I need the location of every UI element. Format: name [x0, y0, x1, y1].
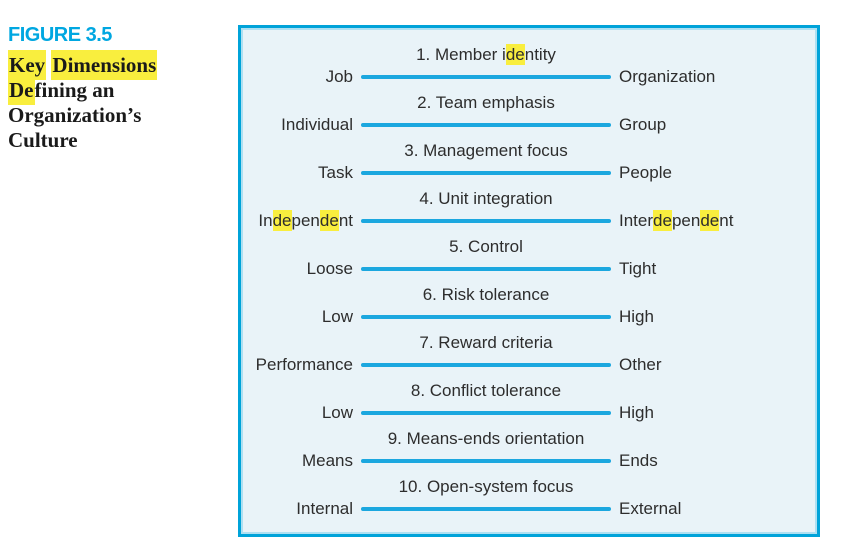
dimension-right-label: Ends	[619, 451, 658, 470]
dimension-title: 1. Member identity	[416, 44, 556, 65]
dimension-left-label: Internal	[296, 499, 353, 518]
dimension-left-label: Task	[318, 163, 353, 182]
highlighted-text: de	[653, 210, 672, 231]
continuum-line	[361, 507, 611, 511]
dimension-title: 3. Management focus	[404, 141, 568, 160]
dimension-title: 5. Control	[449, 237, 523, 256]
dimension-left-label: Means	[301, 451, 353, 470]
caption-text: Organization’s	[8, 103, 142, 127]
continuum-line	[361, 171, 611, 175]
dimension-right-label: External	[619, 499, 682, 518]
caption-text: Culture	[8, 128, 78, 152]
dimension-title: 4. Unit integration	[419, 189, 553, 208]
caption-text: fining an	[34, 78, 115, 102]
highlighted-text: de	[700, 210, 720, 231]
dimension-left-label: Low	[321, 403, 353, 422]
continuum-line	[361, 459, 611, 463]
continuum-line	[361, 75, 611, 79]
dimension-left-label: Individual	[281, 115, 353, 134]
figure-title-line: Key Dimensions	[8, 50, 218, 80]
highlighted-text: Dimensions	[51, 50, 158, 80]
dimension-right-label: People	[619, 163, 672, 182]
continuum-line	[361, 315, 611, 319]
figure-number: FIGURE 3.5	[8, 24, 112, 46]
highlighted-text: de	[272, 210, 292, 231]
figure-title-line: Defining an	[8, 75, 218, 105]
continuum-line	[361, 219, 611, 223]
dimension-left-label: Job	[325, 67, 353, 86]
dimension-right-label: Tight	[619, 259, 657, 278]
dimension-title: 10. Open-system focus	[398, 477, 574, 496]
dimension-right-label: Organization	[619, 67, 716, 86]
continuum-line	[361, 411, 611, 415]
dimension-title: 2. Team emphasis	[417, 93, 555, 112]
dimension-left-label: Independent	[258, 210, 353, 231]
highlighted-text: de	[505, 44, 525, 65]
dimension-right-label: Group	[619, 115, 667, 134]
highlighted-text: De	[8, 75, 35, 105]
dimension-title: 7. Reward criteria	[419, 333, 553, 352]
dimension-right-label: Other	[619, 355, 662, 374]
figure-title-line: Organization’s	[8, 103, 218, 128]
continuum-line	[361, 363, 611, 367]
continuum-line	[361, 267, 611, 271]
dimension-title: 6. Risk tolerance	[422, 285, 550, 304]
figure-title-line: Culture	[8, 128, 218, 153]
highlighted-text: de	[319, 210, 339, 231]
dimension-left-label: Loose	[306, 259, 353, 278]
dimension-title: 8. Conflict tolerance	[410, 381, 562, 400]
dimension-title: 9. Means-ends orientation	[387, 429, 585, 448]
dimension-right-label: High	[619, 307, 654, 326]
dimension-right-label: High	[619, 403, 654, 422]
continuum-line	[361, 123, 611, 127]
dimension-left-label: Performance	[255, 355, 353, 374]
dimension-right-label: Interdependent	[619, 210, 734, 231]
dimension-left-label: Low	[321, 307, 353, 326]
